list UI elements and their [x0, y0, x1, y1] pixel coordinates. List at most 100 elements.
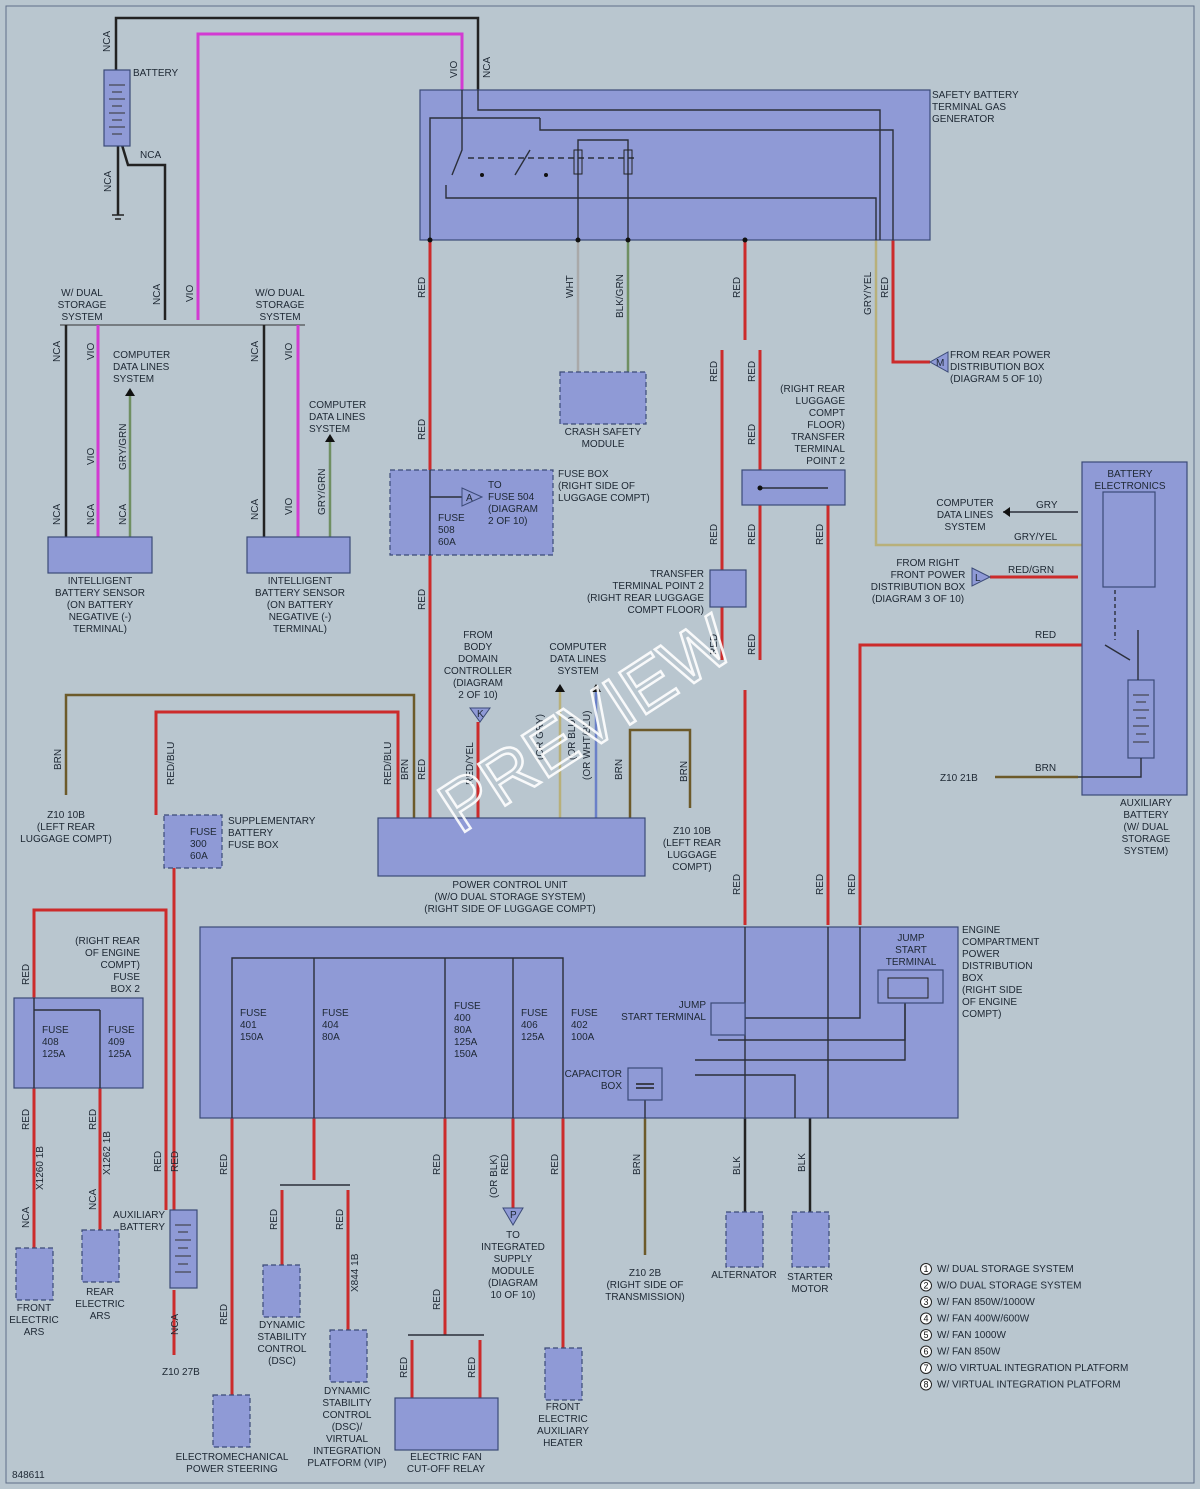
svg-text:VIO: VIO — [284, 343, 295, 360]
svg-text:ENGINE: ENGINE — [962, 925, 1001, 936]
svg-text:125A: 125A — [108, 1049, 132, 1060]
svg-text:FUSE: FUSE — [240, 1008, 267, 1019]
fuse508-label: FUSE 508 60A — [438, 513, 465, 548]
svg-text:(W/O DUAL STORAGE SYSTEM): (W/O DUAL STORAGE SYSTEM) — [434, 892, 585, 903]
svg-text:MODULE: MODULE — [582, 439, 625, 450]
svg-text:SYSTEM: SYSTEM — [113, 374, 154, 385]
to-fuse504-label: TO FUSE 504 (DIAGRAM 2 OF 10) — [488, 480, 538, 527]
svg-text:NCA: NCA — [52, 504, 63, 525]
legend-item: 5 W/ FAN 1000W — [920, 1329, 1006, 1341]
svg-text:COMPT): COMPT) — [672, 862, 711, 873]
fuse409-label: FUSE 409 125A — [108, 1025, 135, 1060]
svg-text:150A: 150A — [454, 1049, 478, 1060]
svg-text:BODY: BODY — [464, 642, 493, 653]
svg-text:508: 508 — [438, 525, 455, 536]
svg-text:RED: RED — [709, 361, 720, 382]
connector-arrow-a: A — [461, 487, 484, 507]
svg-text:W/O DUAL STORAGE SYSTEM: W/O DUAL STORAGE SYSTEM — [937, 1281, 1081, 1292]
svg-text:W/ FAN 1000W: W/ FAN 1000W — [937, 1330, 1006, 1341]
svg-text:CONTROL: CONTROL — [258, 1344, 307, 1355]
svg-text:NCA: NCA — [88, 1189, 99, 1210]
svg-text:(ON BATTERY: (ON BATTERY — [267, 600, 334, 611]
svg-text:COMPUTER: COMPUTER — [549, 642, 606, 653]
svg-text:STABILITY: STABILITY — [257, 1332, 307, 1343]
svg-text:SYSTEM: SYSTEM — [259, 312, 300, 323]
svg-text:FROM: FROM — [463, 630, 492, 641]
svg-text:X1260 1B: X1260 1B — [35, 1146, 46, 1190]
fuse400-label: FUSE 400 80A 125A 150A — [454, 1001, 481, 1060]
svg-text:COMPUTER: COMPUTER — [113, 350, 170, 361]
fuse-box2-label: (RIGHT REAR OF ENGINE COMPT) FUSE BOX 2 — [75, 936, 140, 995]
svg-text:FUSE: FUSE — [571, 1008, 598, 1019]
connector-arrow-l: L — [971, 567, 992, 587]
svg-text:FROM REAR POWER: FROM REAR POWER — [950, 350, 1051, 361]
svg-text:RED: RED — [747, 524, 758, 545]
z10-21b-label: Z10 21B — [940, 773, 978, 784]
fuse402-label: FUSE 402 100A — [571, 1008, 598, 1043]
svg-text:RED/GRN: RED/GRN — [1008, 565, 1054, 576]
svg-text:GENERATOR: GENERATOR — [932, 114, 994, 125]
svg-text:Z10 10B: Z10 10B — [673, 826, 711, 837]
connector-arrow-m: M — [928, 351, 949, 373]
svg-text:ELECTRIC: ELECTRIC — [75, 1299, 124, 1310]
svg-text:BATTERY: BATTERY — [1123, 810, 1169, 821]
battery-electronics-label: BATTERY ELECTRONICS — [1094, 469, 1165, 492]
svg-text:300: 300 — [190, 839, 207, 850]
from-bdc-label: FROM BODY DOMAIN CONTROLLER (DIAGRAM 2 O… — [444, 630, 512, 701]
legend-item: 7 W/O VIRTUAL INTEGRATION PLATFORM — [920, 1362, 1128, 1374]
svg-text:FRONT: FRONT — [546, 1402, 580, 1413]
svg-text:(DSC)/: (DSC)/ — [332, 1422, 363, 1433]
wo-dual-label: W/O DUAL STORAGE SYSTEM — [255, 288, 305, 323]
svg-text:RED/YEL: RED/YEL — [465, 742, 476, 785]
svg-text:401: 401 — [240, 1020, 257, 1031]
svg-text:FRONT: FRONT — [17, 1303, 51, 1314]
svg-text:BLK: BLK — [732, 1156, 743, 1175]
svg-text:125A: 125A — [521, 1032, 545, 1043]
svg-text:2 OF 10): 2 OF 10) — [458, 690, 497, 701]
svg-text:INTELLIGENT: INTELLIGENT — [68, 576, 132, 587]
svg-text:FLOOR): FLOOR) — [807, 420, 845, 431]
svg-text:406: 406 — [521, 1020, 538, 1031]
svg-text:150A: 150A — [240, 1032, 264, 1043]
svg-text:BRN: BRN — [400, 759, 411, 780]
svg-text:BOX: BOX — [962, 973, 983, 984]
svg-text:2 OF 10): 2 OF 10) — [488, 516, 527, 527]
cdl-4-label: COMPUTER DATA LINES SYSTEM — [549, 642, 606, 677]
svg-text:VIO: VIO — [86, 343, 97, 360]
svg-text:POWER: POWER — [962, 949, 1000, 960]
svg-text:RED: RED — [432, 1289, 443, 1310]
svg-text:RED: RED — [335, 1209, 346, 1230]
svg-text:5: 5 — [923, 1330, 928, 1340]
svg-text:W/O VIRTUAL INTEGRATION PLATFO: W/O VIRTUAL INTEGRATION PLATFORM — [937, 1363, 1128, 1374]
svg-text:RED: RED — [21, 1109, 32, 1130]
svg-text:(DIAGRAM: (DIAGRAM — [488, 504, 538, 515]
svg-text:CONTROL: CONTROL — [323, 1410, 372, 1421]
svg-text:TRANSFER: TRANSFER — [791, 432, 845, 443]
svg-text:3: 3 — [923, 1297, 928, 1307]
transfer-tp2-label: TRANSFER TERMINAL POINT 2 (RIGHT REAR LU… — [587, 569, 704, 616]
ground-icon — [112, 214, 124, 220]
svg-text:7: 7 — [923, 1363, 928, 1373]
from-rf-pdb-label: FROM RIGHT FRONT POWER DISTRIBUTION BOX … — [871, 558, 966, 605]
svg-text:LUGGAGE COMPT): LUGGAGE COMPT) — [558, 493, 650, 504]
svg-text:(RIGHT REAR: (RIGHT REAR — [75, 936, 140, 947]
svg-text:NCA: NCA — [250, 341, 261, 362]
svg-text:RED: RED — [219, 1154, 230, 1175]
svg-text:AUXILIARY: AUXILIARY — [537, 1426, 589, 1437]
svg-text:6: 6 — [923, 1347, 928, 1357]
eps-label: ELECTROMECHANICAL POWER STEERING — [176, 1452, 289, 1475]
cdl-1-label: COMPUTER DATA LINES SYSTEM — [113, 350, 170, 385]
svg-text:A: A — [466, 493, 473, 504]
dsc-vip-label: DYNAMIC STABILITY CONTROL (DSC)/ VIRTUAL… — [307, 1386, 386, 1469]
fan-relay-label: ELECTRIC FAN CUT-OFF RELAY — [407, 1452, 485, 1475]
svg-text:START TERMINAL: START TERMINAL — [621, 1012, 706, 1023]
svg-text:DATA LINES: DATA LINES — [113, 362, 170, 373]
svg-text:SYSTEM: SYSTEM — [944, 522, 985, 533]
svg-text:80A: 80A — [454, 1025, 472, 1036]
svg-text:AUXILIARY: AUXILIARY — [1120, 798, 1172, 809]
svg-text:STORAGE: STORAGE — [58, 300, 107, 311]
